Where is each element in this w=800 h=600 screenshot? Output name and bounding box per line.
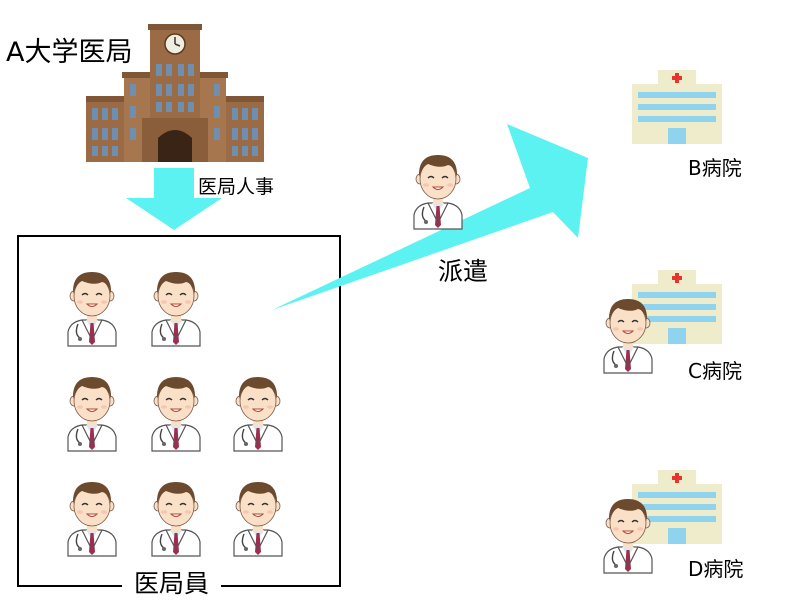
personnel-label: 医局人事 [198,176,275,198]
university-building-icon [86,24,264,162]
hospital-b-label: B病院 [688,156,742,180]
staff-group-label: 医局員 [122,564,222,600]
doctor-icon [598,492,658,574]
hospital-d-label: D病院 [688,557,744,581]
personnel-arrow [126,168,222,230]
doctor-icon [408,148,468,230]
hospital-icon [632,70,722,144]
university-label: A大学医局 [6,37,133,68]
dispatch-label: 派遣 [438,257,489,286]
doctor-icon [598,292,658,374]
hospital-c-label: C病院 [688,359,742,383]
